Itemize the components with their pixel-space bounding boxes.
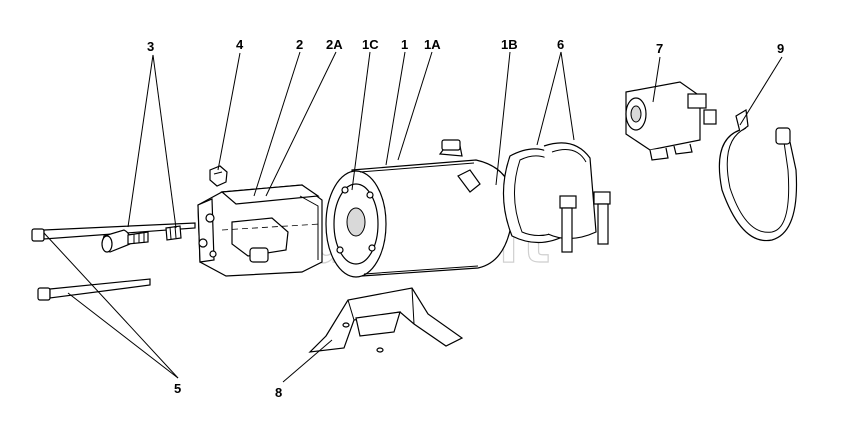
pump-body	[197, 184, 323, 277]
battery-cable	[718, 109, 798, 242]
callout-1c: 1C	[362, 37, 379, 52]
callout-5: 5	[174, 381, 181, 396]
bolt-lower	[37, 278, 151, 301]
callout-3: 3	[147, 39, 154, 54]
callout-4: 4	[236, 37, 244, 52]
electric-motor	[325, 139, 514, 278]
callout-2a: 2A	[326, 37, 343, 52]
callout-1a: 1A	[424, 37, 441, 52]
callout-9: 9	[777, 41, 784, 56]
mounting-bracket	[308, 287, 464, 353]
fitting-nut	[165, 225, 182, 241]
callout-6: 6	[557, 37, 564, 52]
cap-nut	[209, 165, 228, 187]
pressure-pin	[101, 229, 149, 253]
callout-1b: 1B	[501, 37, 518, 52]
leader-lines	[43, 51, 783, 383]
callouts: 3 4 2 2A 1C 1 1A 1B 6 7 9 5 8	[147, 37, 784, 400]
callout-2: 2	[296, 37, 303, 52]
hose-clamps	[502, 142, 611, 253]
callout-7: 7	[656, 41, 663, 56]
starter-solenoid	[625, 81, 717, 161]
callout-8: 8	[275, 385, 282, 400]
callout-1: 1	[401, 37, 408, 52]
